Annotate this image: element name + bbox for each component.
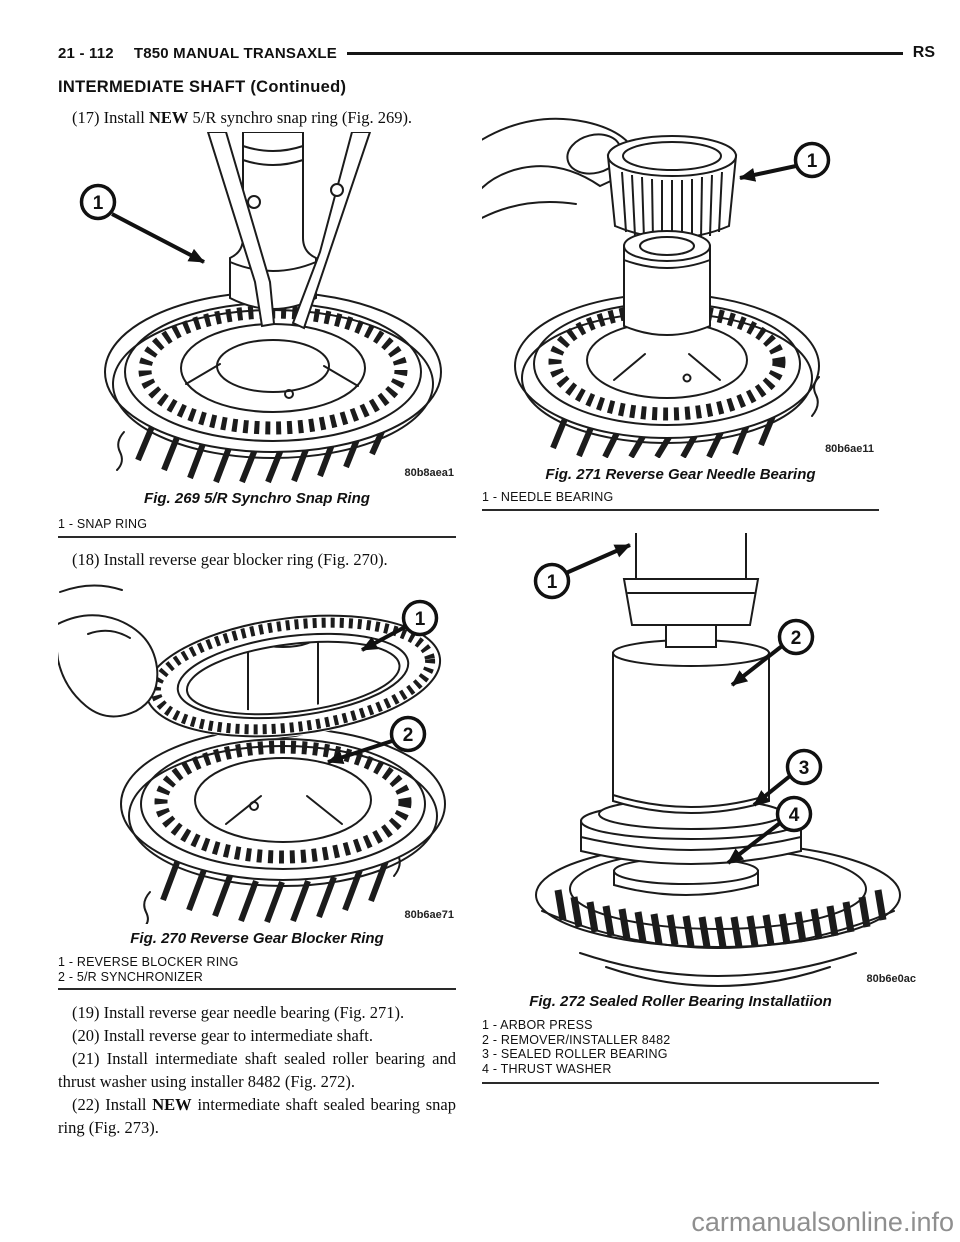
callout-4-number: 4 — [789, 805, 800, 826]
legend-item: 3 - SEALED ROLLER BEARING — [482, 1047, 668, 1061]
callout-1: 1 — [533, 543, 631, 600]
legend-item: 1 - NEEDLE BEARING — [482, 490, 614, 504]
gear-assembly — [514, 293, 820, 444]
figure-272-caption: Fig. 272 Sealed Roller Bearing Installat… — [529, 993, 832, 1010]
step-20: (20) Install reverse gear to intermediat… — [72, 1026, 373, 1045]
callout-1-number: 1 — [93, 193, 104, 214]
legend-divider — [58, 536, 456, 538]
header-corner-code: RS — [912, 44, 935, 61]
callout-1-number: 1 — [807, 151, 818, 172]
legend-item: 4 - THRUST WASHER — [482, 1061, 612, 1076]
step-22-text-b: intermediate shaft sealed bearing snap r… — [58, 1095, 456, 1137]
blocker-ring — [144, 613, 442, 739]
synchro-hub — [104, 291, 442, 459]
step-17: (17) Install NEW 5/R synchro snap ring (… — [58, 106, 456, 129]
legend-item: 1 - ARBOR PRESS — [482, 1018, 593, 1032]
callout-2: 2 — [327, 715, 427, 764]
legend-item: 1 - SNAP RING — [58, 517, 148, 531]
section-title: INTERMEDIATE SHAFT (Continued) — [58, 78, 347, 96]
callout-1: 1 — [361, 599, 439, 652]
callout-2: 2 — [730, 618, 815, 687]
callout-2-number: 2 — [791, 628, 802, 649]
callout-4: 4 — [726, 795, 813, 865]
figure-270-illustration: 1 2 80b6ae71 — [58, 584, 454, 924]
header-title: T850 MANUAL TRANSAXLE — [133, 44, 337, 62]
callout-1: 1 — [79, 183, 205, 264]
step-17-text-a: (17) Install — [72, 108, 149, 127]
figure-270-legend: 1 - REVERSE BLOCKER RING 2 - 5/R SYNCHRO… — [58, 955, 456, 984]
legend-item: 1 - REVERSE BLOCKER RING — [58, 955, 239, 969]
steps-19-22: (19) Install reverse gear needle bearing… — [58, 1001, 456, 1139]
figure-269-illustration: 1 80b8aea1 — [79, 132, 454, 484]
watermark: carmanualsonline.info — [691, 1207, 954, 1237]
figure-271-code: 80b6ae11 — [825, 443, 874, 455]
figure-272-legend: 1 - ARBOR PRESS 2 - REMOVER/INSTALLER 84… — [482, 1018, 879, 1076]
figure-272-code: 80b6e0ac — [866, 973, 916, 985]
hand — [58, 584, 159, 718]
figure-270-caption: Fig. 270 Reverse Gear Blocker Ring — [130, 930, 384, 947]
figure-272-illustration: 1 2 3 4 80b6e0ac — [533, 533, 916, 987]
snap-ring-pliers — [206, 132, 372, 330]
helical-gear-teeth — [160, 858, 389, 924]
page-number: 21 - 112 — [58, 44, 114, 62]
step-22-bold: NEW — [152, 1095, 192, 1114]
figure-271-legend: 1 - NEEDLE BEARING — [482, 490, 879, 505]
figure-271-illustration: 1 80b6ae11 — [482, 117, 874, 458]
callout-3-number: 3 — [799, 758, 810, 779]
arbor-press-ram — [622, 533, 760, 648]
spring-squiggle-left — [143, 891, 151, 924]
legend-divider — [482, 1082, 879, 1084]
installer-tool — [612, 639, 770, 814]
figure-270-code: 80b6ae71 — [404, 909, 454, 921]
shaft-cylinder — [623, 230, 711, 336]
callout-2-number: 2 — [403, 725, 414, 746]
step-22: (22) Install NEW intermediate shaft seal… — [58, 1093, 456, 1139]
step-17-text-b: 5/R synchro snap ring (Fig. 269). — [188, 108, 413, 127]
step-18: (18) Install reverse gear blocker ring (… — [72, 550, 388, 569]
figure-269-legend: 1 - SNAP RING — [58, 517, 456, 532]
legend-item: 2 - REMOVER/INSTALLER 8482 — [482, 1032, 671, 1047]
legend-item: 2 - 5/R SYNCHRONIZER — [58, 969, 203, 984]
callout-1: 1 — [739, 141, 831, 182]
callout-1-number: 1 — [415, 609, 426, 630]
step-17-bold: NEW — [148, 108, 189, 127]
legend-divider — [482, 509, 879, 511]
callout-1-number: 1 — [547, 572, 558, 593]
figure-269-caption: Fig. 269 5/R Synchro Snap Ring — [144, 490, 370, 507]
synchronizer-assembly — [120, 727, 446, 887]
page-header: 21 - 112 T850 MANUAL TRANSAXLE RS — [58, 44, 935, 62]
thrust-washer — [613, 857, 759, 896]
callout-3: 3 — [752, 748, 823, 807]
legend-divider — [58, 988, 456, 990]
step-22-text-a: (22) Install — [72, 1095, 153, 1114]
step-19: (19) Install reverse gear needle bearing… — [72, 1003, 405, 1022]
needle-bearing — [606, 135, 738, 243]
spring-squiggle-left — [116, 431, 125, 471]
figure-269-code: 80b8aea1 — [404, 467, 454, 479]
step-21: (21) Install intermediate shaft sealed r… — [58, 1049, 456, 1091]
figure-271-caption: Fig. 271 Reverse Gear Needle Bearing — [545, 466, 816, 483]
header-rule — [346, 51, 903, 55]
